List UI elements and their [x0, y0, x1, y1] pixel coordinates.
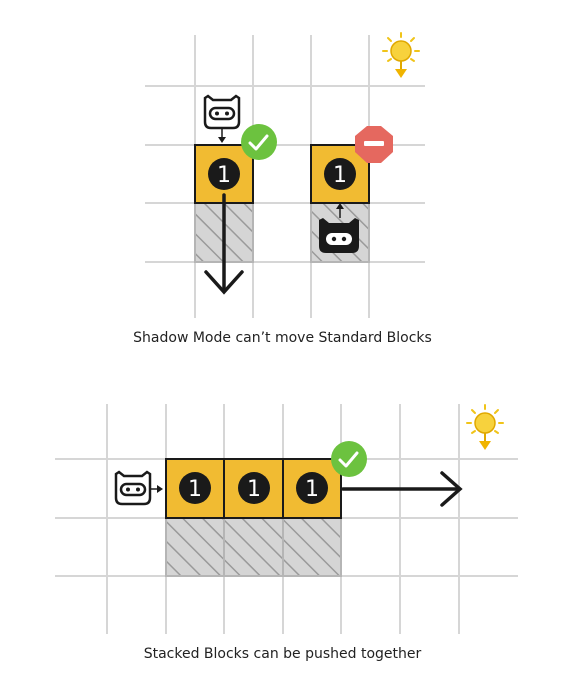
caption-shadow-mode: Shadow Mode can’t move Standard Blocks: [133, 330, 432, 346]
stacked-block: 1: [223, 458, 284, 519]
push-arrow-icon: [336, 203, 344, 218]
robot-icon: [114, 470, 152, 506]
sun-light-icon: [382, 32, 420, 78]
stacked-block: 1: [165, 458, 225, 519]
shadow-cell: [165, 517, 225, 577]
number-badge: [238, 472, 270, 504]
shadow-cell: [223, 517, 284, 577]
push-arrow-icon: [218, 129, 226, 143]
stop-sign-icon: [355, 126, 393, 163]
block-number: 1: [333, 163, 347, 188]
block-number: 1: [217, 163, 231, 188]
shadow-robot-icon: [319, 218, 359, 253]
block-number: 1: [305, 477, 319, 502]
number-badge: [179, 472, 211, 504]
push-arrow-icon: [151, 485, 163, 493]
sun-light-icon: [466, 404, 504, 450]
stacked-block: 1: [282, 458, 342, 519]
arrow-down-icon: [204, 193, 244, 295]
robot-icon: [203, 94, 241, 130]
number-badge: [296, 472, 328, 504]
block-number: 1: [247, 477, 261, 502]
caption-stacked-blocks: Stacked Blocks can be pushed together: [143, 646, 422, 662]
number-badge: [324, 158, 356, 190]
grid-panel-1: [145, 35, 425, 318]
number-badge: [208, 158, 240, 190]
check-badge-icon: [241, 124, 277, 160]
check-badge-icon: [331, 441, 367, 477]
block-number: 1: [188, 477, 202, 502]
arrow-right-icon: [341, 471, 463, 507]
shadow-cell: [282, 517, 342, 577]
